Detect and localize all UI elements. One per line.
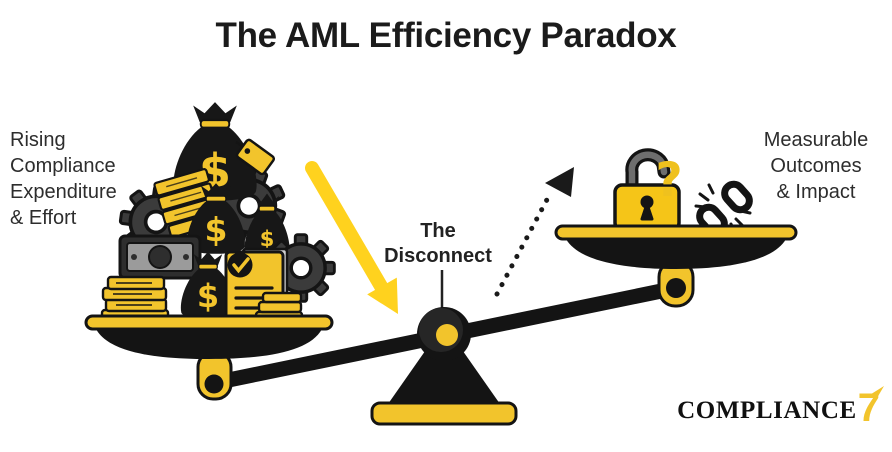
money-bag-icon: $	[243, 192, 291, 264]
brand-logo-numeral: 7	[858, 386, 884, 428]
right-side-label: Measurable Outcomes & Impact	[763, 129, 869, 203]
logo-arrow-icon	[868, 386, 884, 398]
brand-logo-text: COMPLIANCE	[677, 397, 857, 424]
open-padlock-icon	[613, 148, 681, 232]
banknote-icon	[118, 234, 202, 280]
dollar-sign: $	[197, 277, 219, 315]
dollar-sign: $	[205, 210, 228, 249]
brand-logo: COMPLIANCE 7	[677, 386, 884, 428]
question-mark: ?	[655, 153, 682, 208]
pan-bowl	[566, 239, 786, 269]
dollar-sign: $	[260, 227, 275, 251]
pan-hanger	[196, 350, 233, 401]
scale-pan-right: ?	[554, 148, 798, 308]
scale-fulcrum	[370, 324, 518, 426]
scale-pivot	[417, 307, 471, 361]
disconnect-label: The Disconnect	[384, 220, 492, 267]
expenditure-arrow-icon	[305, 161, 398, 314]
left-side-label: Rising Compliance Expenditure & Effort	[10, 129, 117, 229]
price-tag-icon	[235, 138, 276, 176]
scale-pan-left: $	[84, 100, 337, 401]
pan-bowl	[96, 329, 322, 359]
page-title: The AML Efficiency Paradox	[215, 16, 677, 55]
pan-rim	[84, 314, 334, 331]
pan-rim	[554, 224, 798, 241]
outcome-dotted-arrow-icon	[494, 167, 574, 297]
cost-pile: $	[100, 100, 337, 324]
money-bag-icon: $	[180, 251, 236, 320]
money-bag-icon: $	[186, 182, 246, 255]
